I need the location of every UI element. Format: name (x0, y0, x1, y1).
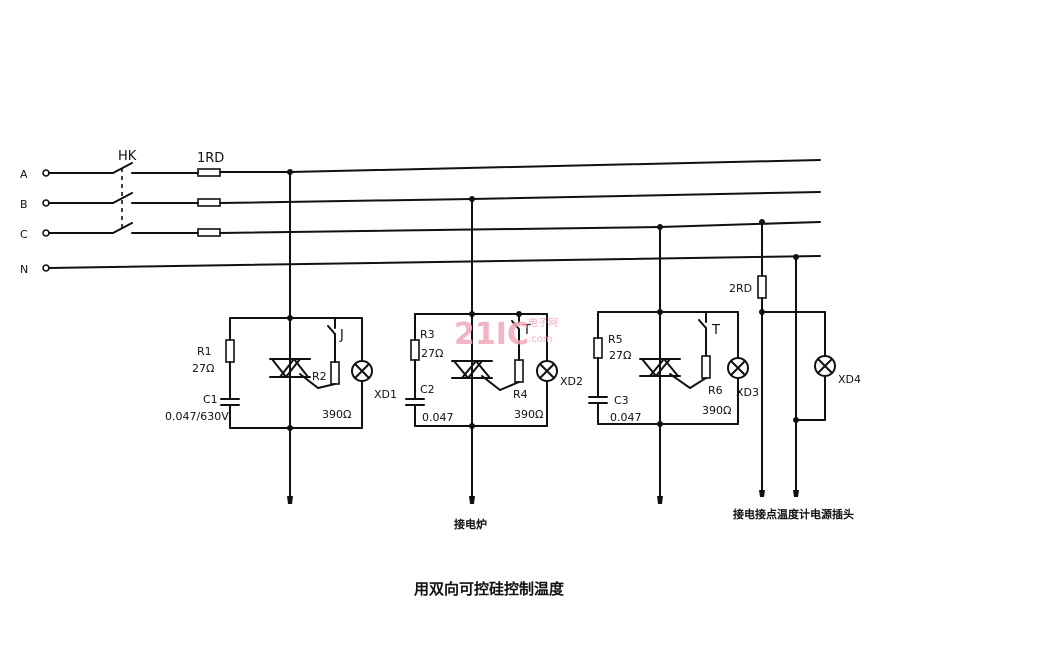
resistor-r6 (701, 355, 711, 379)
r1-value: 27Ω (192, 362, 214, 375)
c1-value: 0.047/630V (165, 410, 229, 423)
watermark-bottom: .com (528, 334, 553, 345)
switch-hk (48, 162, 199, 234)
xd1-label: XD1 (374, 388, 397, 401)
terminal-b: B (20, 198, 50, 211)
terminal-c: C (20, 228, 50, 241)
lamp-xd4 (814, 355, 836, 377)
xd3-label: XD3 (736, 386, 759, 399)
triac-3 (639, 358, 691, 389)
r4-label: R4 (513, 388, 528, 401)
phase-label-b: B (20, 198, 28, 211)
watermark-top: 电子网 (528, 316, 558, 329)
r2-label: R2 (312, 370, 327, 383)
fuse-1rd (197, 168, 221, 237)
phase-label-c: C (20, 228, 28, 241)
terminal-a: A (20, 168, 50, 181)
branch-2: R3 27Ω C2 0.047 R4 390Ω T XD2 (405, 196, 583, 504)
contact-t2-label: T (522, 323, 531, 338)
label-thermometer: 接电接点温度计电源插头 (733, 507, 854, 521)
branch-indicator: 2RD XD4 (729, 219, 861, 497)
r5-label: R5 (608, 333, 623, 346)
label-furnace: 接电炉 (454, 517, 487, 531)
r6-label: R6 (708, 384, 723, 397)
watermark: 21IC 电子网 .com (454, 316, 558, 352)
lamp-xd3 (727, 357, 749, 379)
xd2-label: XD2 (560, 375, 583, 388)
c2-label: C2 (420, 383, 435, 396)
switch-label: HK (118, 149, 137, 164)
watermark-main: 21IC (454, 317, 529, 352)
r5-value: 27Ω (609, 349, 631, 362)
resistor-r2 (330, 361, 340, 385)
r3-value: 27Ω (421, 347, 443, 360)
contact-t3-label: T (711, 323, 720, 338)
xd4-label: XD4 (838, 373, 861, 386)
r2-value: 390Ω (322, 408, 351, 421)
r4-value: 390Ω (514, 408, 543, 421)
terminal-n: N (20, 263, 50, 276)
r3-label: R3 (420, 328, 435, 341)
c1-label: C1 (203, 393, 218, 406)
triac-2 (451, 360, 501, 391)
phase-label-n: N (20, 263, 28, 276)
branch-1: R1 27Ω C1 0.047/630V R2 390Ω J XD1 (165, 169, 397, 504)
resistor-r1 (225, 339, 235, 363)
bus-lines (48, 159, 821, 269)
resistor-r4 (514, 359, 524, 383)
fuse-branch-label: 2RD (729, 282, 752, 295)
fuse-main-label: 1RD (197, 151, 224, 166)
fuse-2rd (757, 275, 767, 299)
resistor-r5 (593, 337, 603, 359)
lamp-xd2 (536, 360, 558, 382)
r6-value: 390Ω (702, 404, 731, 417)
c3-label: C3 (614, 394, 629, 407)
phase-label-a: A (20, 168, 28, 181)
c3-value: 0.047 (610, 411, 642, 424)
contact-j-label: J (339, 328, 344, 343)
resistor-r3 (410, 339, 420, 361)
lamp-xd1 (351, 360, 373, 382)
c2-value: 0.047 (422, 411, 454, 424)
triac-1 (269, 358, 319, 389)
diagram-caption: 用双向可控硅控制温度 (414, 580, 565, 598)
branch-3: R5 27Ω C3 0.047 R6 390Ω T XD3 (588, 224, 759, 504)
r1-label: R1 (197, 345, 212, 358)
